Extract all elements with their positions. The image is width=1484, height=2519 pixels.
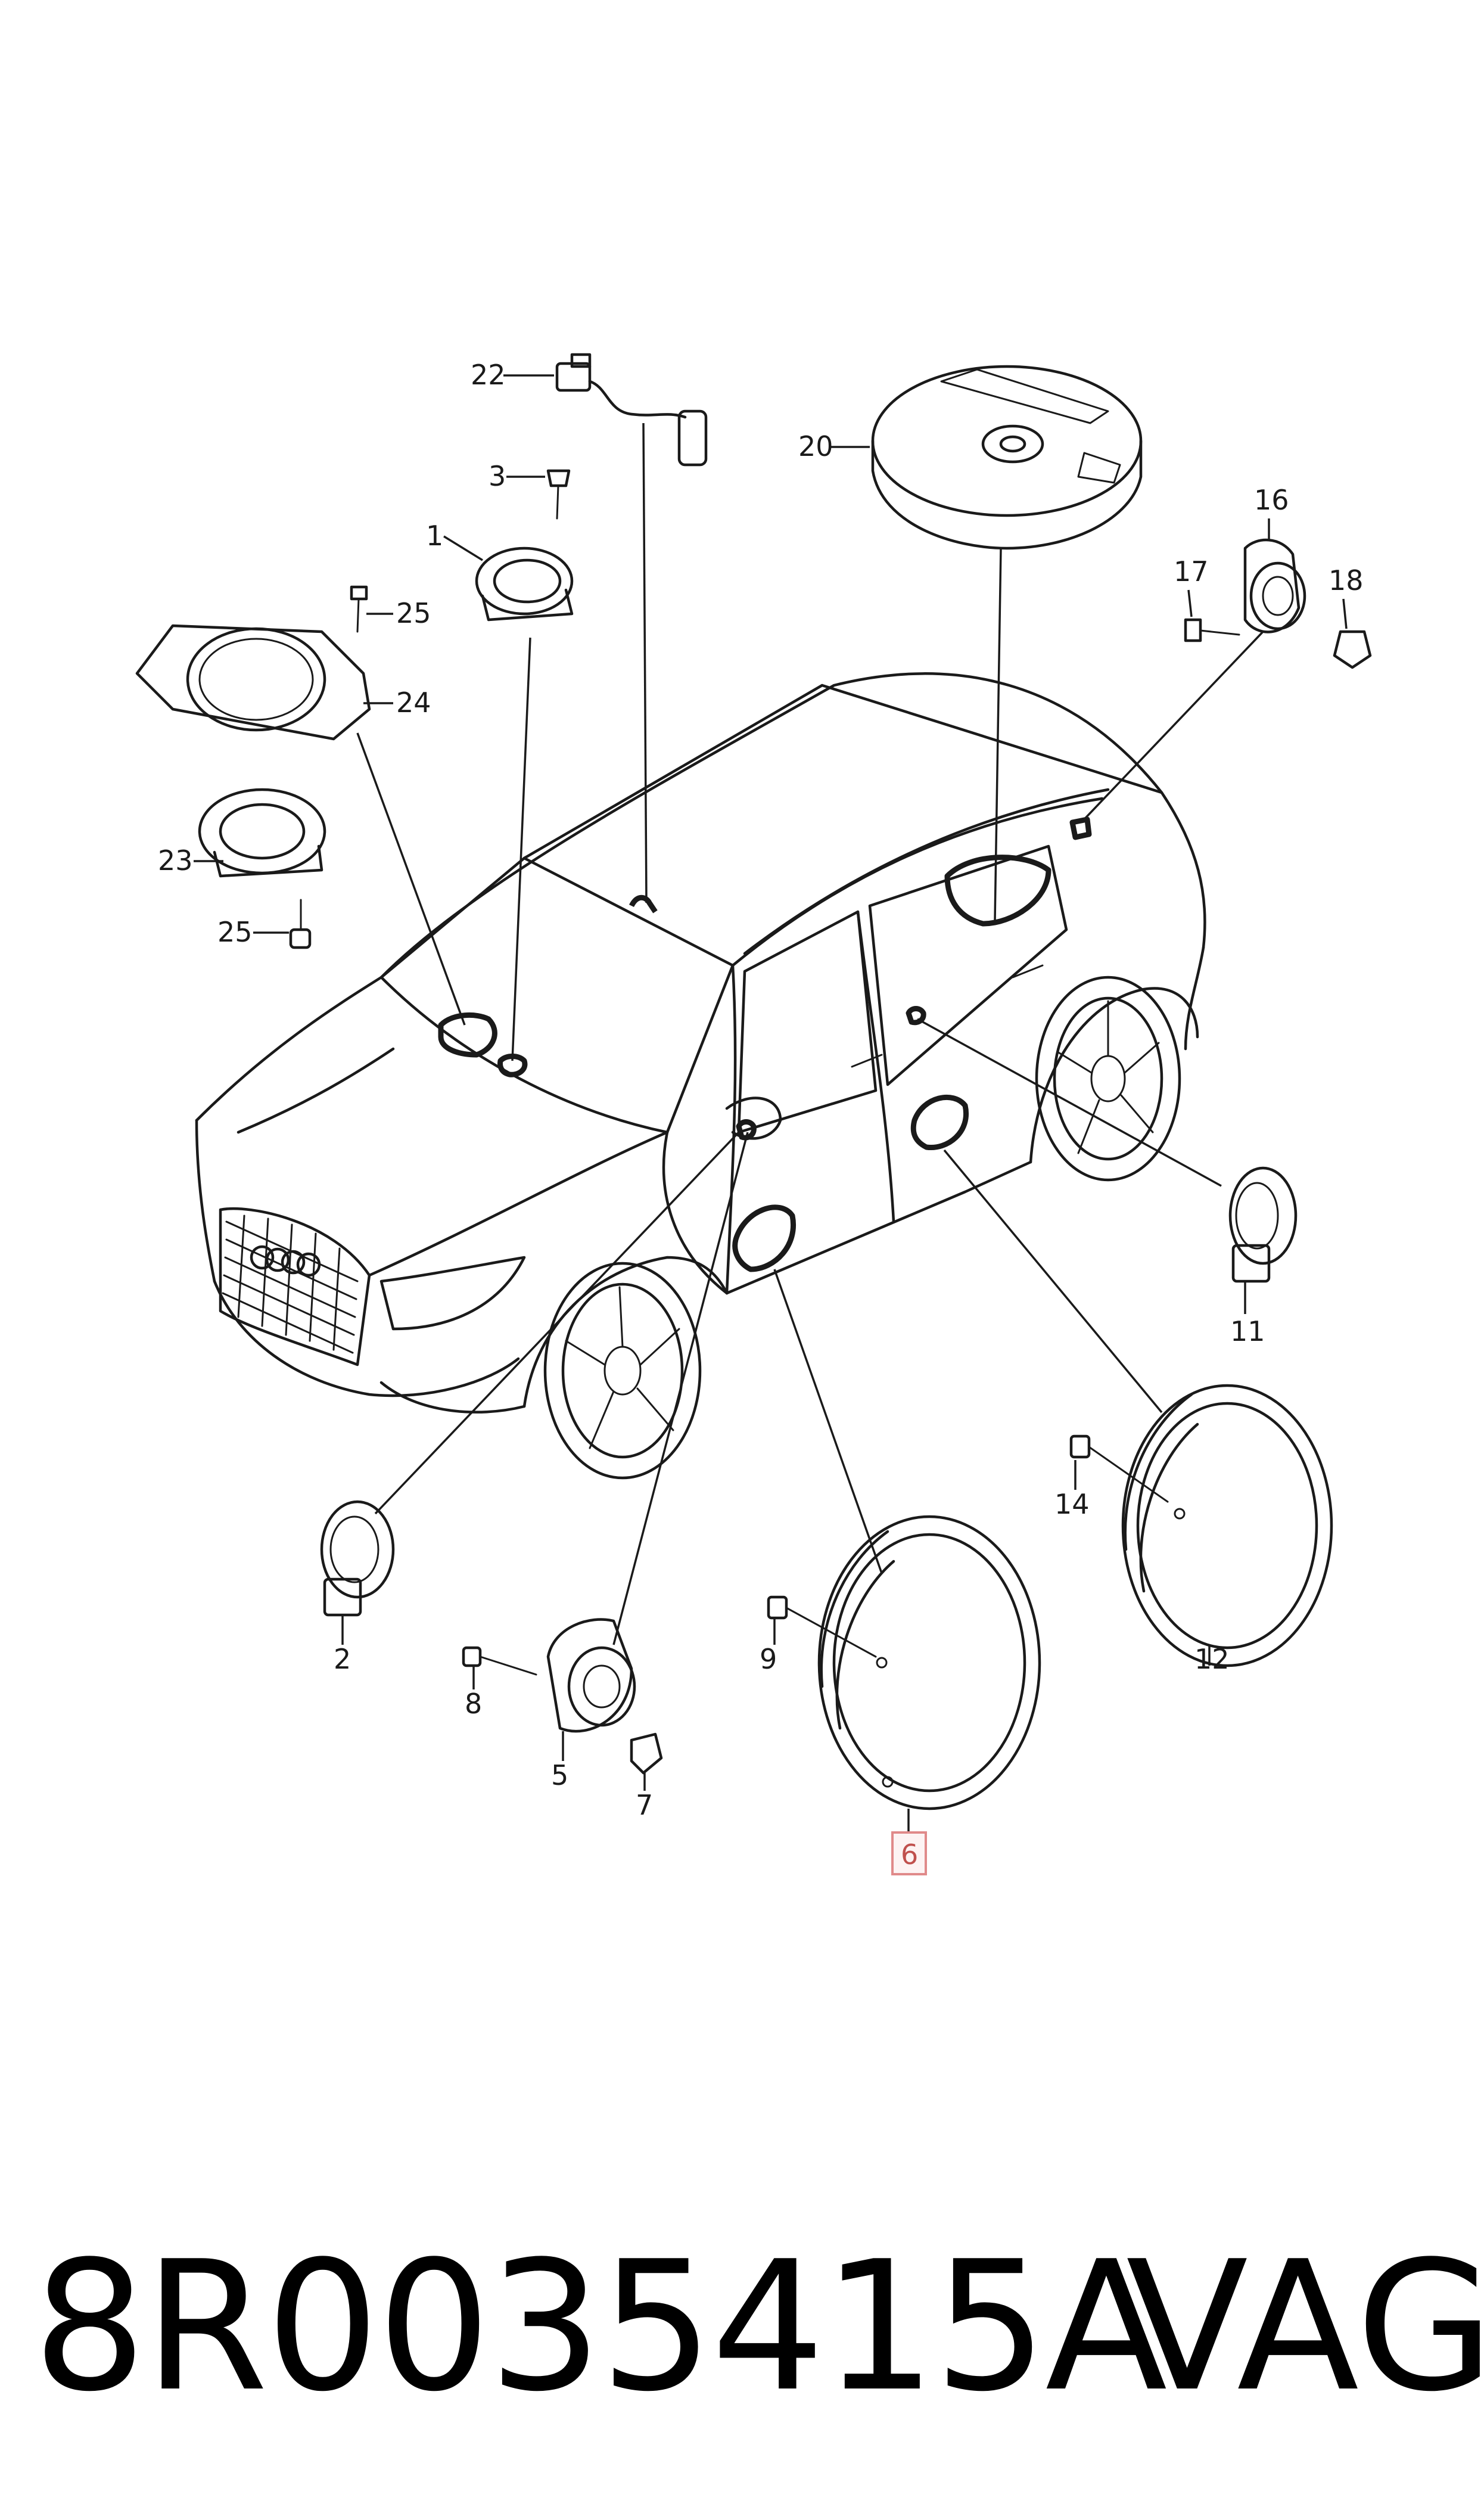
screw-25-lower	[289, 899, 312, 949]
speaker-23	[198, 788, 326, 878]
callout-22: 22	[471, 359, 506, 391]
callout-1: 1	[426, 520, 443, 552]
tweeter-11	[1228, 1166, 1298, 1283]
part-number: 8R0035415A	[33, 2223, 1168, 2431]
subwoofer-20	[871, 365, 1143, 550]
screw-9	[767, 1595, 877, 1658]
clip-18	[1333, 630, 1372, 669]
callout-18: 18	[1329, 564, 1364, 597]
screw-25-upper	[350, 585, 368, 633]
callout-2: 2	[334, 1643, 351, 1675]
leader-lines	[356, 423, 1264, 1645]
callout-7: 7	[636, 1789, 653, 1821]
callout-8: 8	[465, 1688, 482, 1720]
cable-harness-22	[555, 353, 708, 467]
speaker-locations	[438, 816, 1092, 1272]
callout-17: 17	[1174, 555, 1209, 588]
tweeter-2	[320, 1500, 395, 1617]
car-body-illustration	[195, 672, 1206, 1480]
callout-14: 14	[1054, 1488, 1090, 1520]
speaker-1	[475, 546, 574, 622]
brand-name: VAG	[1126, 2223, 1484, 2431]
speaker-12	[1121, 1384, 1333, 1667]
callout-11: 11	[1230, 1315, 1265, 1347]
screw-8	[462, 1646, 537, 1676]
tweeter-16	[1243, 538, 1306, 633]
clip-7	[630, 1732, 663, 1775]
callout-labels: 22 20 3 1 16 17 18 25 24 23 25 11 14 2 1…	[158, 359, 1364, 1875]
callout-9: 9	[760, 1643, 777, 1675]
callout-16: 16	[1254, 484, 1289, 516]
callout-20: 20	[798, 430, 833, 462]
exploded-parts-diagram: 22 20 3 1 16 17 18 25 24 23 25 11 14 2 1…	[135, 353, 1372, 1875]
screw-17	[1184, 618, 1240, 642]
bracket-24	[135, 624, 371, 741]
callout-5: 5	[551, 1759, 568, 1791]
screw-14	[1069, 1434, 1169, 1503]
callout-25-upper: 25	[396, 597, 431, 629]
speaker-6	[817, 1515, 1041, 1810]
callout-3: 3	[489, 460, 506, 492]
callout-6-highlight	[891, 1831, 927, 1875]
callout-25-lower: 25	[217, 916, 253, 948]
screw-3	[546, 469, 571, 520]
callout-12: 12	[1194, 1643, 1230, 1675]
speaker-5	[546, 1618, 636, 1733]
callout-6: 6	[901, 1838, 918, 1871]
callout-24: 24	[396, 687, 431, 719]
callout-23: 23	[158, 844, 193, 877]
